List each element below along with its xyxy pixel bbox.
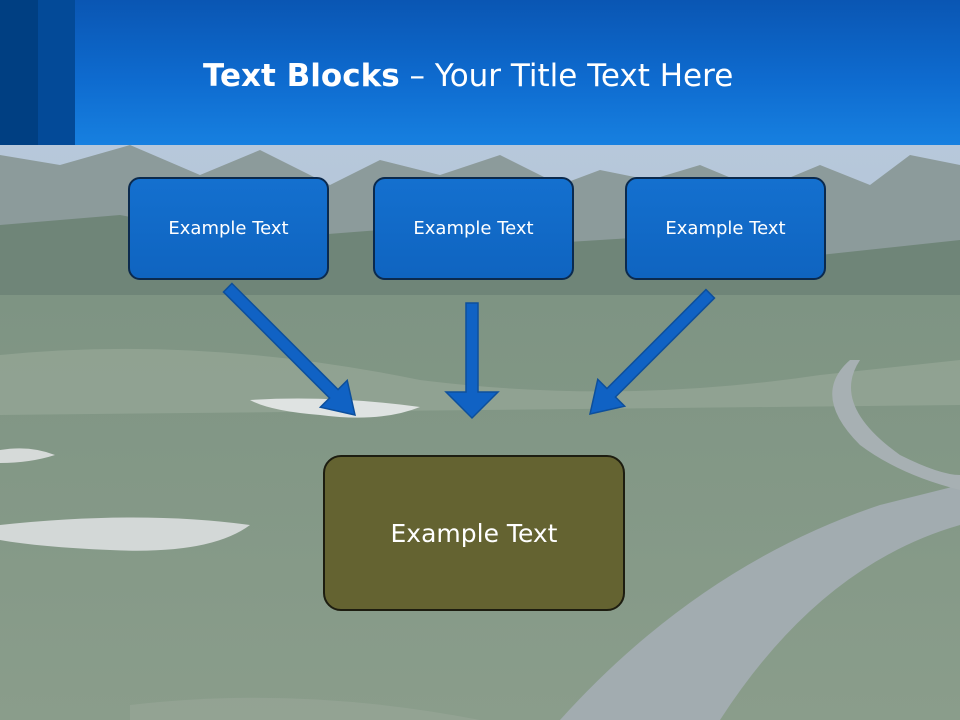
title-bar: Text Blocks – Your Title Text Here — [0, 0, 960, 145]
block-label: Example Text — [413, 218, 534, 239]
title-dash: – — [399, 58, 435, 94]
block-label: Example Text — [665, 218, 786, 239]
example-text-block-main[interactable]: Example Text — [323, 455, 625, 611]
title-bold: Text Blocks — [203, 58, 400, 94]
slide-title: Text Blocks – Your Title Text Here — [203, 52, 733, 102]
example-text-block-3[interactable]: Example Text — [625, 177, 826, 280]
title-text: Your Title Text Here — [434, 58, 734, 94]
block-label: Example Text — [390, 518, 558, 548]
example-text-block-1[interactable]: Example Text — [128, 177, 329, 280]
example-text-block-2[interactable]: Example Text — [373, 177, 574, 280]
accent-stripe-dark — [0, 0, 38, 145]
accent-stripe — [38, 0, 75, 145]
block-label: Example Text — [168, 218, 289, 239]
